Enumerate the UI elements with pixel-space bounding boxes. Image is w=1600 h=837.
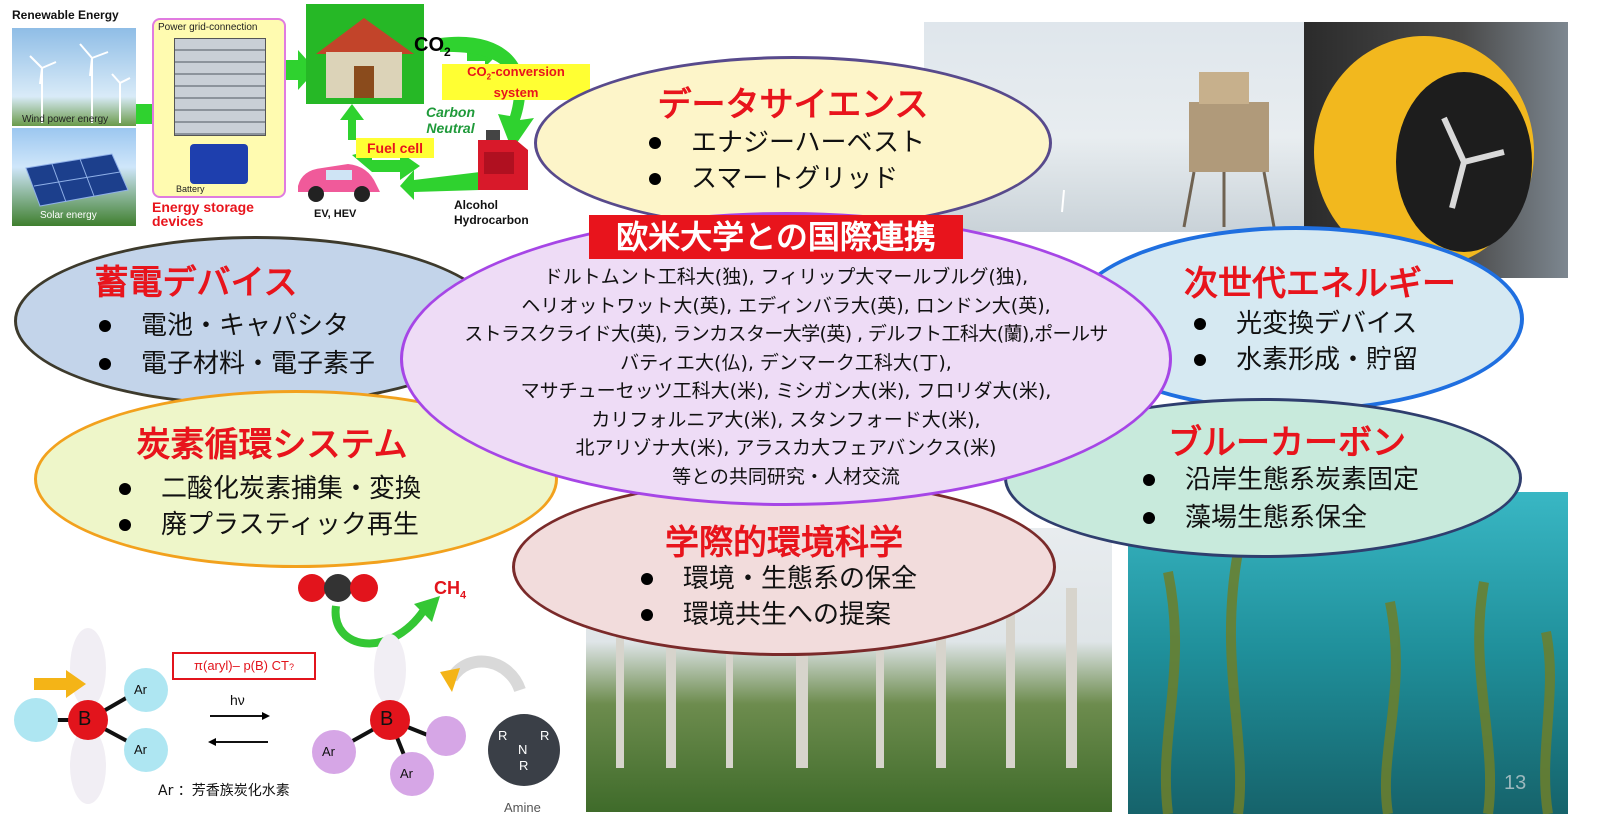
carbon-item-2: 廃プラスティック再生 [119,507,421,543]
next-energy-list: 光変換デバイス 水素形成・貯留 [1194,306,1418,378]
turbine-duct-icon [1314,36,1534,268]
offshore-platform-icon [1061,72,1276,228]
kelp-icon [1160,551,1555,814]
carbon-item-1: 二酸化炭素捕集・変換 [119,471,421,507]
data-science-item-1: エナジーハーベスト [649,125,925,161]
alcohol-hydrocarbon-label: Alcohol Hydrocarbon [454,198,529,227]
fuel-cell-label: Fuel cell [356,138,434,158]
ch4-text: CH [434,578,460,598]
env-item-2: 環境共生への提案 [641,597,917,633]
house-icon [316,18,414,98]
ev-hev-label: EV, HEV [314,208,357,220]
next-energy-item-2: 水素形成・貯留 [1194,342,1418,378]
car-icon [298,164,380,202]
ar-label-4: Ar [400,766,413,781]
ar-label-2: Ar [134,742,147,757]
env-item-1: 環境・生態系の保全 [641,561,917,597]
energy-storage-label: Energy storage devices [152,199,254,229]
co2-conversion-b: -conversion [491,64,565,79]
storage-item-2: 電子材料・電子素子 [99,345,375,383]
carbon-neutral-label: Carbon Neutral [426,104,475,136]
next-energy-title: 次世代エネルギー [1184,264,1456,304]
env-science-title: 学際的環境科学 [665,523,903,563]
partner-line-6: カリフォルニア大(米), スタンフォード大(米), [591,408,981,431]
amine-label: Amine [504,800,541,815]
storage-devices-title: 蓄電デバイス [94,263,298,303]
boron-chemistry-diagram: CH4 π(aryl)– p(B) CT? hν B Ar Ar B Ar Ar… [0,560,580,837]
partner-line-7: 北アリゾナ大(米), アラスカ大フェアバンクス(米) [575,437,997,459]
boron-label-right: B [380,708,394,730]
blue-carbon-list: 沿岸生態系炭素固定 藻場生態系保全 [1143,461,1419,537]
partner-line-4: バティエ大(仏), デンマーク工科大(丁), [620,351,952,374]
fuel-can-icon [478,130,528,190]
data-science-title: データサイエンス [657,85,929,125]
co2-text: CO [414,34,444,56]
amine-structure: R R N R [494,726,554,776]
solar-panels-image [12,128,136,226]
fuel-can-image [472,126,534,192]
boron-label-left: B [78,708,92,730]
data-science-bubble: データサイエンス エナジーハーベスト スマートグリッド [534,56,1052,230]
amine-r3: R [519,758,529,773]
renewable-energy-label: Renewable Energy [12,8,119,22]
partner-line-3: ストラスクライド大(英), ランカスター大学(英) , デルフト工科大(蘭),ポ… [464,323,1108,345]
blue-carbon-item-2: 藻場生態系保全 [1143,499,1419,537]
carbon-cycle-list: 二酸化炭素捕集・変換 廃プラスティック再生 [119,471,421,543]
co2-conversion-a: CO [467,64,487,79]
chem-graphics [14,574,560,804]
ar-label-1: Ar [134,682,147,697]
env-science-list: 環境・生態系の保全 環境共生への提案 [641,561,917,633]
storage-item-1: 電池・キャパシタ [99,307,375,345]
solar-panel-icon [25,153,129,207]
carbon-cycle-title: 炭素循環システム [136,425,408,465]
wind-turbines-image [12,28,136,126]
ch4-subscript: 4 [460,589,467,602]
international-bubble: 欧米大学との国際連携 ドルトムント工科大(独), フィリップ大マールブルグ(独)… [400,212,1172,506]
electric-car-image [292,152,384,206]
ct-label: π(aryl)– p(B) CT [194,658,289,673]
partner-line-5: マサチューセッツ工科大(米), ミシガン大(米), フロリダ大(米), [520,380,1052,402]
env-science-bubble: 学際的環境科学 環境・生態系の保全 環境共生への提案 [512,478,1056,656]
ct-label-box: π(aryl)– p(B) CT? [172,652,316,680]
co2-conversion-box: CO2-conversion system [442,64,590,100]
battery-label: Battery [176,184,205,194]
partner-line-8: 等との共同研究・人材交流 [672,465,900,488]
ct-mark: ? [288,662,294,672]
data-science-list: エナジーハーベスト スマートグリッド [649,125,925,197]
co2-subscript: 2 [444,45,451,59]
energy-system-diagram: Renewable Energy Wind power energy Solar… [0,0,600,235]
wind-turbine-icon [29,43,131,123]
power-grid-label: Power grid-connection [158,22,258,33]
partner-line-2: ヘリオットワット大(英), エディンバラ大(英), ロンドン大(英), [521,294,1051,317]
house-image [306,4,424,104]
tidal-turbine-image [1304,22,1568,278]
international-title: 欧米大学との国際連携 [589,215,963,259]
ar-label-3: Ar [322,744,335,759]
battery-image [190,144,248,184]
co2-conversion-c: system [493,84,539,100]
grid-cabinet-image [174,38,266,136]
hv-label: hν [230,692,245,708]
amine-r1: R [498,728,508,743]
solar-energy-label: Solar energy [40,210,97,221]
partner-line-1: ドルトムント工科大(独), フィリップ大マールブルグ(独), [543,266,1029,288]
amine-r2: R [540,728,550,743]
co2-label: CO2 [414,34,451,59]
aromatic-note: Ar ：芳香族炭化水素 [158,783,290,799]
power-grid-panel: Power grid-connection Battery [152,18,286,198]
storage-devices-list: 電池・キャパシタ 電子材料・電子素子 [99,307,375,383]
next-energy-item-1: 光変換デバイス [1194,306,1418,342]
international-partners: ドルトムント工科大(独), フィリップ大マールブルグ(独), ヘリオットワット大… [403,263,1169,491]
ch4-label: CH4 [434,578,466,602]
co2-conversion-sub: 2 [486,72,492,82]
blue-carbon-title: ブルーカーボン [1168,423,1406,463]
blue-carbon-item-1: 沿岸生態系炭素固定 [1143,461,1419,499]
page-number: 13 [1504,772,1527,794]
data-science-item-2: スマートグリッド [649,161,925,197]
amine-n: N [518,742,528,757]
wind-power-label: Wind power energy [22,114,109,125]
